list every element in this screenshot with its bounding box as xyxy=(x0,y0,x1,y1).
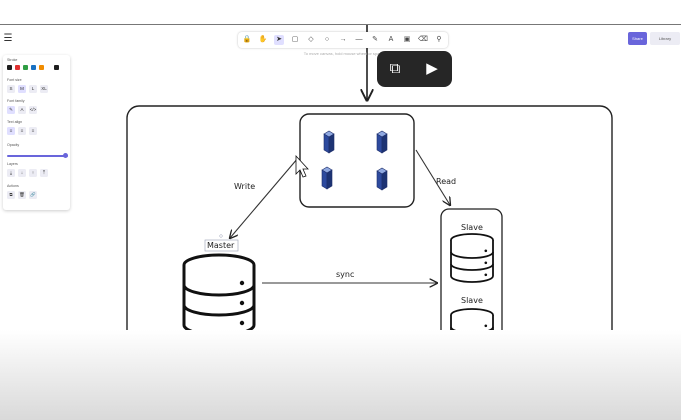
library-button[interactable]: Library xyxy=(650,32,680,45)
current-stroke-swatch[interactable] xyxy=(54,65,59,70)
video-overlay-controls: ⧉ ▶ xyxy=(377,51,452,87)
stroke-color-row xyxy=(7,65,59,70)
play-sparkle-button[interactable]: ▶ xyxy=(426,60,438,77)
ellipse-icon[interactable]: ○ xyxy=(324,36,330,43)
rectangle-icon[interactable]: ▢ xyxy=(291,36,299,43)
shape-toolbar: 🔒 ✋ ➤ ▢ ◇ ○ → — ✎ A ▣ ⌫ ⚲ xyxy=(238,32,448,48)
text-align-option[interactable]: ≡ xyxy=(18,127,26,135)
pointer-icon[interactable]: ➤ xyxy=(274,35,284,45)
lock-icon[interactable]: 🔒 xyxy=(242,36,252,43)
write-arrow xyxy=(230,157,299,238)
line-icon[interactable]: — xyxy=(355,36,363,43)
slave-database-icon xyxy=(450,308,494,358)
mouse-cursor-icon xyxy=(295,154,309,178)
font-size-option[interactable]: S xyxy=(7,85,15,93)
layer-button[interactable]: ⤓ xyxy=(7,169,15,177)
server-cube-icon xyxy=(376,167,388,191)
font-family-label: Font family xyxy=(7,99,25,103)
swatch-separator xyxy=(47,65,51,70)
image-icon[interactable]: ▣ xyxy=(403,36,411,43)
text-align-option[interactable]: ≡ xyxy=(29,127,37,135)
hand-icon[interactable]: ✋ xyxy=(258,36,268,43)
main-menu-button[interactable]: ☰ xyxy=(3,33,13,44)
stroke-color-swatch[interactable] xyxy=(31,65,36,70)
font-family-option[interactable]: ✎ xyxy=(7,106,15,114)
diamond-icon[interactable]: ◇ xyxy=(308,36,314,43)
stroke-label: Stroke xyxy=(7,58,18,62)
opacity-label: Opacity xyxy=(7,143,20,147)
text-icon[interactable]: A xyxy=(388,36,394,43)
exit-pip-button[interactable]: ⧉ xyxy=(389,60,401,77)
master-label: Master xyxy=(207,241,235,250)
action-button[interactable]: 🔗 xyxy=(29,191,37,199)
pencil-icon[interactable]: ✎ xyxy=(372,36,378,43)
write-label: Write xyxy=(234,182,256,191)
font-size-option[interactable]: XL xyxy=(40,85,48,93)
layer-button[interactable]: ↓ xyxy=(18,169,26,177)
slave-label: Slave xyxy=(461,223,483,232)
action-button[interactable]: ⧉ xyxy=(7,191,15,199)
eraser-icon[interactable]: ⌫ xyxy=(418,36,428,43)
text-align-row: ≡≡≡ xyxy=(7,127,37,135)
top-divider xyxy=(0,24,681,25)
stroke-color-swatch[interactable] xyxy=(23,65,28,70)
slave-database-icon xyxy=(450,233,494,283)
layers-row: ⤓↓↑⤒ xyxy=(7,169,48,177)
stroke-color-swatch[interactable] xyxy=(15,65,20,70)
action-button[interactable]: 🗑 xyxy=(18,191,26,199)
share-button[interactable]: Share xyxy=(628,32,647,45)
arrow-icon[interactable]: → xyxy=(339,36,347,43)
actions-label: Actions xyxy=(7,184,19,188)
read-arrow xyxy=(415,149,450,205)
server-cube-icon xyxy=(323,130,335,154)
font-family-row: ✎A</> xyxy=(7,106,37,114)
read-label: Read xyxy=(436,177,457,186)
font-size-option[interactable]: L xyxy=(29,85,37,93)
text-align-option[interactable]: ≡ xyxy=(7,127,15,135)
text-align-label: Text align xyxy=(7,120,23,124)
server-cube-icon xyxy=(376,130,388,154)
actions-row: ⧉🗑🔗 xyxy=(7,191,37,199)
layer-button[interactable]: ⤒ xyxy=(40,169,48,177)
toolbar-hint: To move canvas, hold mouse wheel or spac… xyxy=(303,51,417,56)
font-family-option[interactable]: </> xyxy=(29,106,37,114)
server-cube-icon xyxy=(321,166,333,190)
opacity-slider[interactable] xyxy=(7,155,68,157)
slave-label: Slave xyxy=(461,296,483,305)
font-size-label: Font size xyxy=(7,78,22,82)
stroke-color-swatch[interactable] xyxy=(7,65,12,70)
layers-label: Layers xyxy=(7,162,18,166)
opacity-slider-handle[interactable] xyxy=(63,153,68,158)
library-icon[interactable]: ⚲ xyxy=(436,36,442,43)
app-servers-box xyxy=(299,113,415,208)
layer-button[interactable]: ↑ xyxy=(29,169,37,177)
font-size-option[interactable]: M xyxy=(18,85,26,93)
font-family-option[interactable]: A xyxy=(18,106,26,114)
master-database-icon xyxy=(182,253,256,337)
sync-label: sync xyxy=(336,270,355,279)
master-label-selection xyxy=(204,239,239,252)
stroke-color-swatch[interactable] xyxy=(39,65,44,70)
